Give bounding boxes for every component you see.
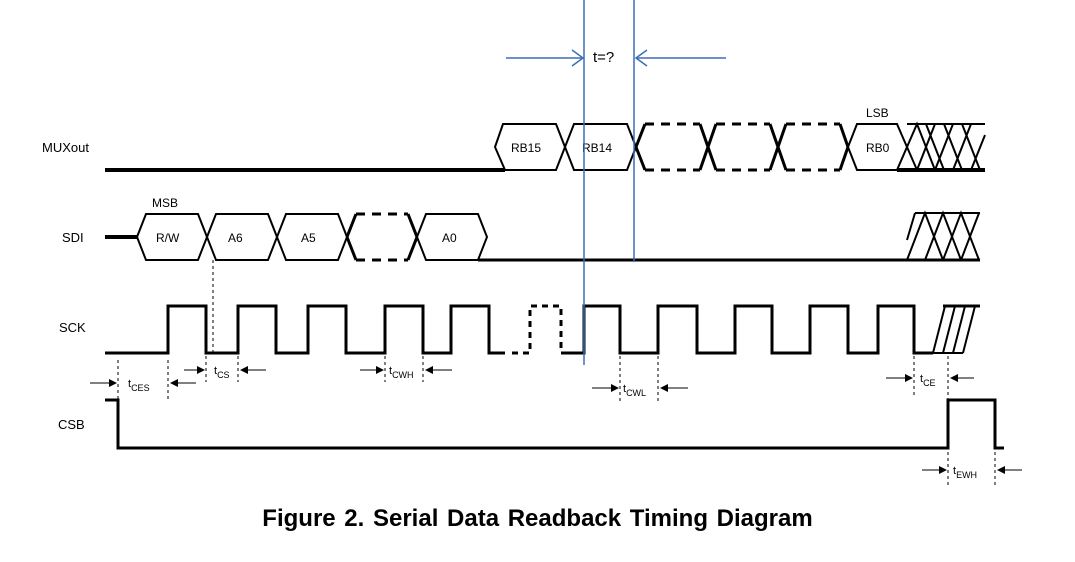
tcs-label: tCS [214, 365, 230, 380]
sdi-bit-a0 [415, 213, 489, 261]
sdi-a0-label: A0 [442, 231, 457, 245]
muxout-label: MUXout [42, 140, 89, 155]
question-annotation [506, 0, 726, 365]
tcwl-label: tCWL [623, 383, 646, 398]
timing-markers [90, 356, 1022, 488]
csb-waveform [105, 398, 1004, 450]
sdi-rw-label: R/W [156, 231, 180, 245]
sdi-undefined-region [906, 210, 980, 262]
muxout-undefined-region [897, 121, 986, 172]
tces-label: tCES [128, 378, 150, 393]
msb-marker: MSB [152, 196, 178, 210]
muxout-rb0-label: RB0 [866, 141, 890, 155]
sck-undefined-region [932, 304, 980, 354]
tce-label: tCE [920, 373, 936, 388]
sck-waveform [105, 304, 980, 355]
figure-caption: Figure 2. Serial Data Readback Timing Di… [262, 505, 813, 532]
muxout-dashed-cells [634, 122, 850, 172]
question-label: t=? [593, 49, 614, 66]
sdi-label: SDI [62, 230, 84, 245]
muxout-waveform [105, 121, 986, 172]
sdi-a5-label: A5 [301, 231, 316, 245]
muxout-rb15-label: RB15 [511, 141, 541, 155]
muxout-bit-rb15 [493, 123, 567, 171]
muxout-rb14-label: RB14 [582, 141, 612, 155]
sdi-a6-label: A6 [228, 231, 243, 245]
muxout-bit-rb14 [563, 123, 638, 171]
csb-label: CSB [58, 417, 85, 432]
sdi-waveform [105, 210, 980, 262]
tewh-label: tEWH [953, 465, 977, 480]
sdi-dashed-cell [345, 212, 419, 262]
sck-dashed-pulse [512, 304, 567, 355]
lsb-marker: LSB [866, 106, 889, 120]
sck-label: SCK [59, 320, 86, 335]
tcwh-label: tCWH [389, 365, 414, 380]
